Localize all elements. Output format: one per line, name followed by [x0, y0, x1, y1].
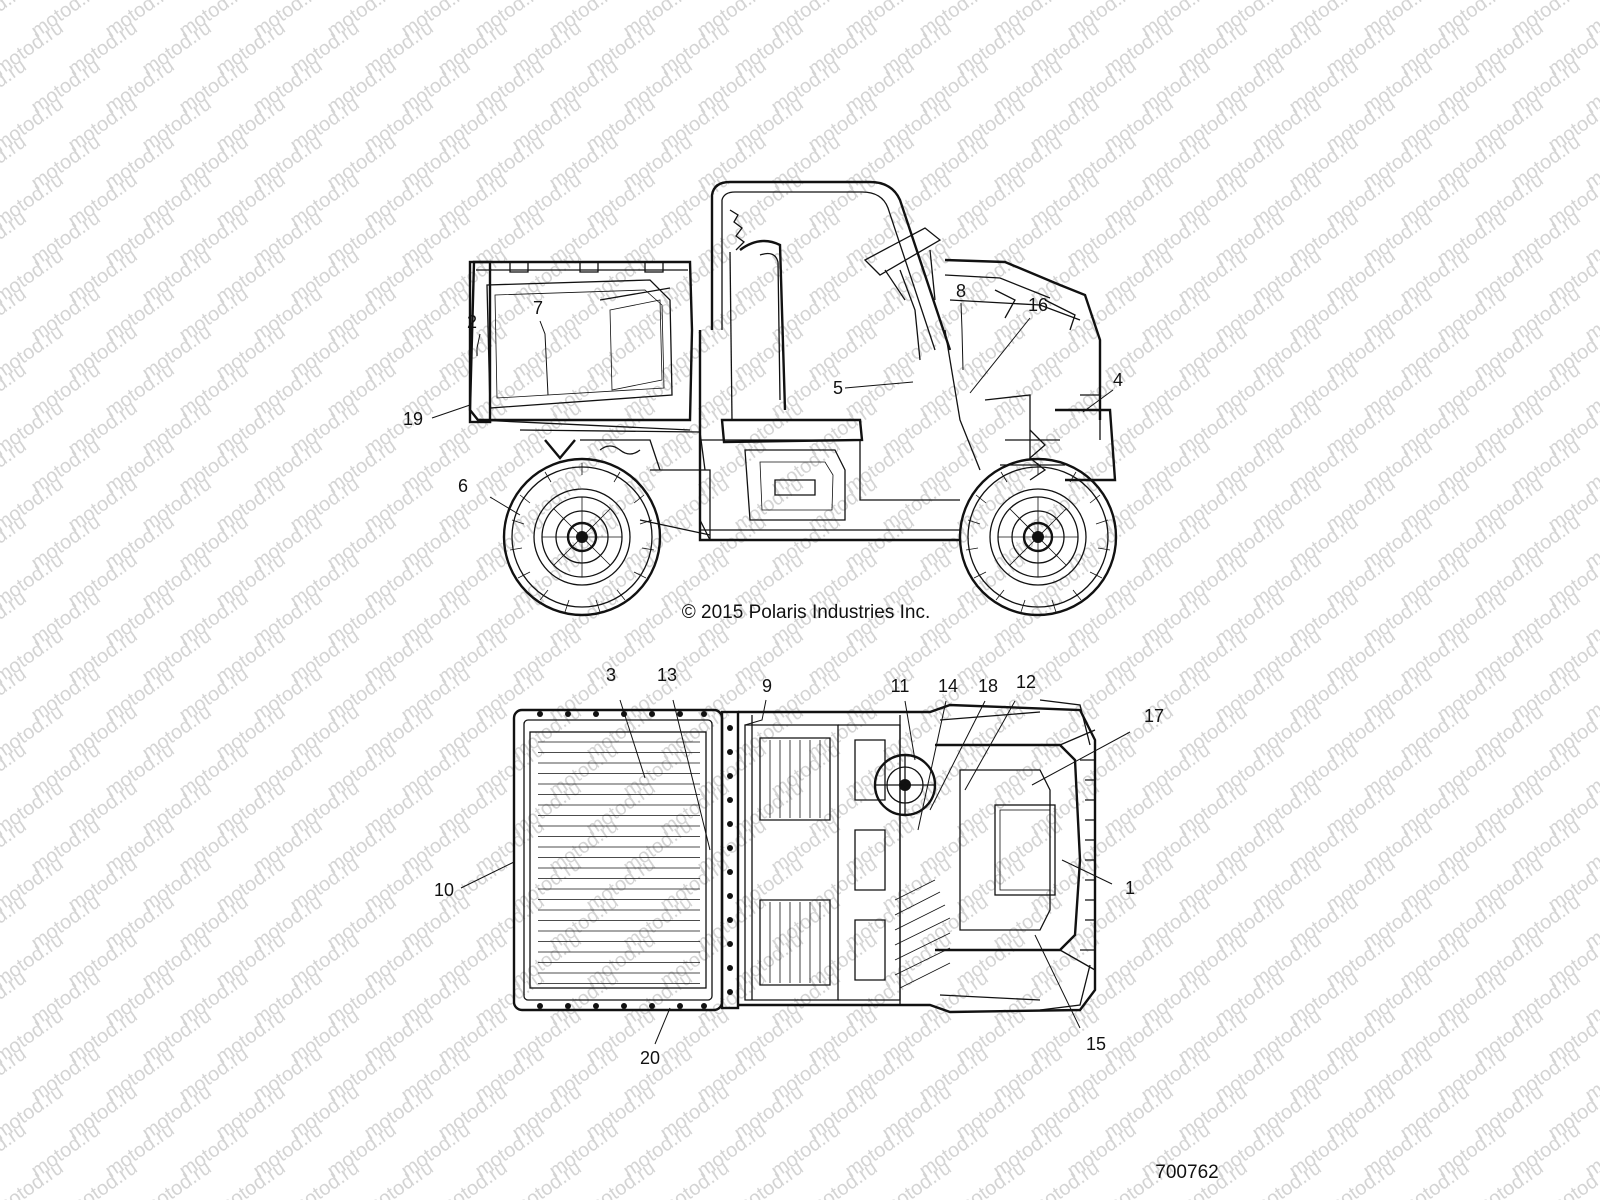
callout-8: 8: [956, 281, 966, 301]
rail-bolt: [727, 821, 733, 827]
rail-bolt: [727, 749, 733, 755]
callout-5: 5: [833, 378, 843, 398]
copyright-notice: © 2015 Polaris Industries Inc.: [682, 602, 930, 623]
top-view-vehicle: [512, 699, 1097, 1014]
seat-side: [720, 239, 864, 444]
callout-11: 11: [891, 676, 910, 696]
bed-bolt: [701, 711, 707, 717]
callout-3: 3: [606, 665, 616, 685]
side-view-vehicle: [468, 180, 1118, 617]
rail-bolt: [727, 797, 733, 803]
callout-labels: 2 7 19 6 5 8 16 4 3 13 9 11 14 18 12 17 …: [403, 281, 1164, 1068]
callout-9: 9: [762, 676, 772, 696]
bed-bolt: [537, 1003, 543, 1009]
figure-number: 700762: [1155, 1162, 1218, 1183]
body-panels-side: [698, 330, 960, 542]
bed-bolt: [649, 711, 655, 717]
callout-12: 12: [1016, 672, 1036, 692]
callout-19: 19: [403, 409, 423, 429]
top-view-leaders: [460, 699, 1131, 1045]
callout-6: 6: [458, 476, 468, 496]
rail-bolt: [727, 917, 733, 923]
bed-bolt: [701, 1003, 707, 1009]
bed-bolt: [565, 1003, 571, 1009]
bed-bolt: [621, 1003, 627, 1009]
bed-bolt: [677, 711, 683, 717]
bed-bolt: [565, 711, 571, 717]
rail-bolt: [727, 941, 733, 947]
callout-15: 15: [1086, 1034, 1106, 1054]
bed-rail-top: [720, 710, 740, 1010]
hood-front-side: [944, 258, 1117, 482]
callout-1: 1: [1125, 878, 1135, 898]
hood-top: [935, 699, 1096, 1011]
bed-bolt: [593, 1003, 599, 1009]
rail-bolt: [727, 893, 733, 899]
rail-bolt: [727, 845, 733, 851]
callout-4: 4: [1113, 370, 1123, 390]
rail-bolt: [727, 725, 733, 731]
rops-frame-side: [710, 180, 952, 351]
rail-bolt: [727, 965, 733, 971]
rear-wheel-side: [502, 457, 662, 617]
rail-bolts: [727, 725, 733, 995]
callout-14: 14: [938, 676, 958, 696]
callout-17: 17: [1144, 706, 1164, 726]
rail-bolt: [727, 989, 733, 995]
callout-18: 18: [978, 676, 998, 696]
rail-bolt: [727, 773, 733, 779]
callout-16: 16: [1028, 295, 1048, 315]
bed-bolt: [537, 711, 543, 717]
callout-10: 10: [434, 880, 454, 900]
bed-bolt: [593, 711, 599, 717]
rail-bolt: [727, 869, 733, 875]
bed-bolts: [537, 711, 707, 1009]
cargo-box-side: [468, 260, 694, 431]
steering-dash-side: [863, 227, 942, 361]
side-view-leaders: [431, 302, 1114, 516]
callout-20: 20: [640, 1048, 660, 1068]
cargo-bed-top: [512, 708, 724, 1012]
callout-7: 7: [533, 298, 543, 318]
bed-ribs: [538, 741, 700, 984]
rear-frame-side: [519, 429, 711, 540]
callout-13: 13: [657, 665, 677, 685]
bed-bolt: [677, 1003, 683, 1009]
front-wheel-side: [958, 457, 1118, 617]
bed-bolt: [649, 1003, 655, 1009]
callout-2: 2: [467, 312, 477, 332]
cab-top: [738, 703, 1097, 1014]
